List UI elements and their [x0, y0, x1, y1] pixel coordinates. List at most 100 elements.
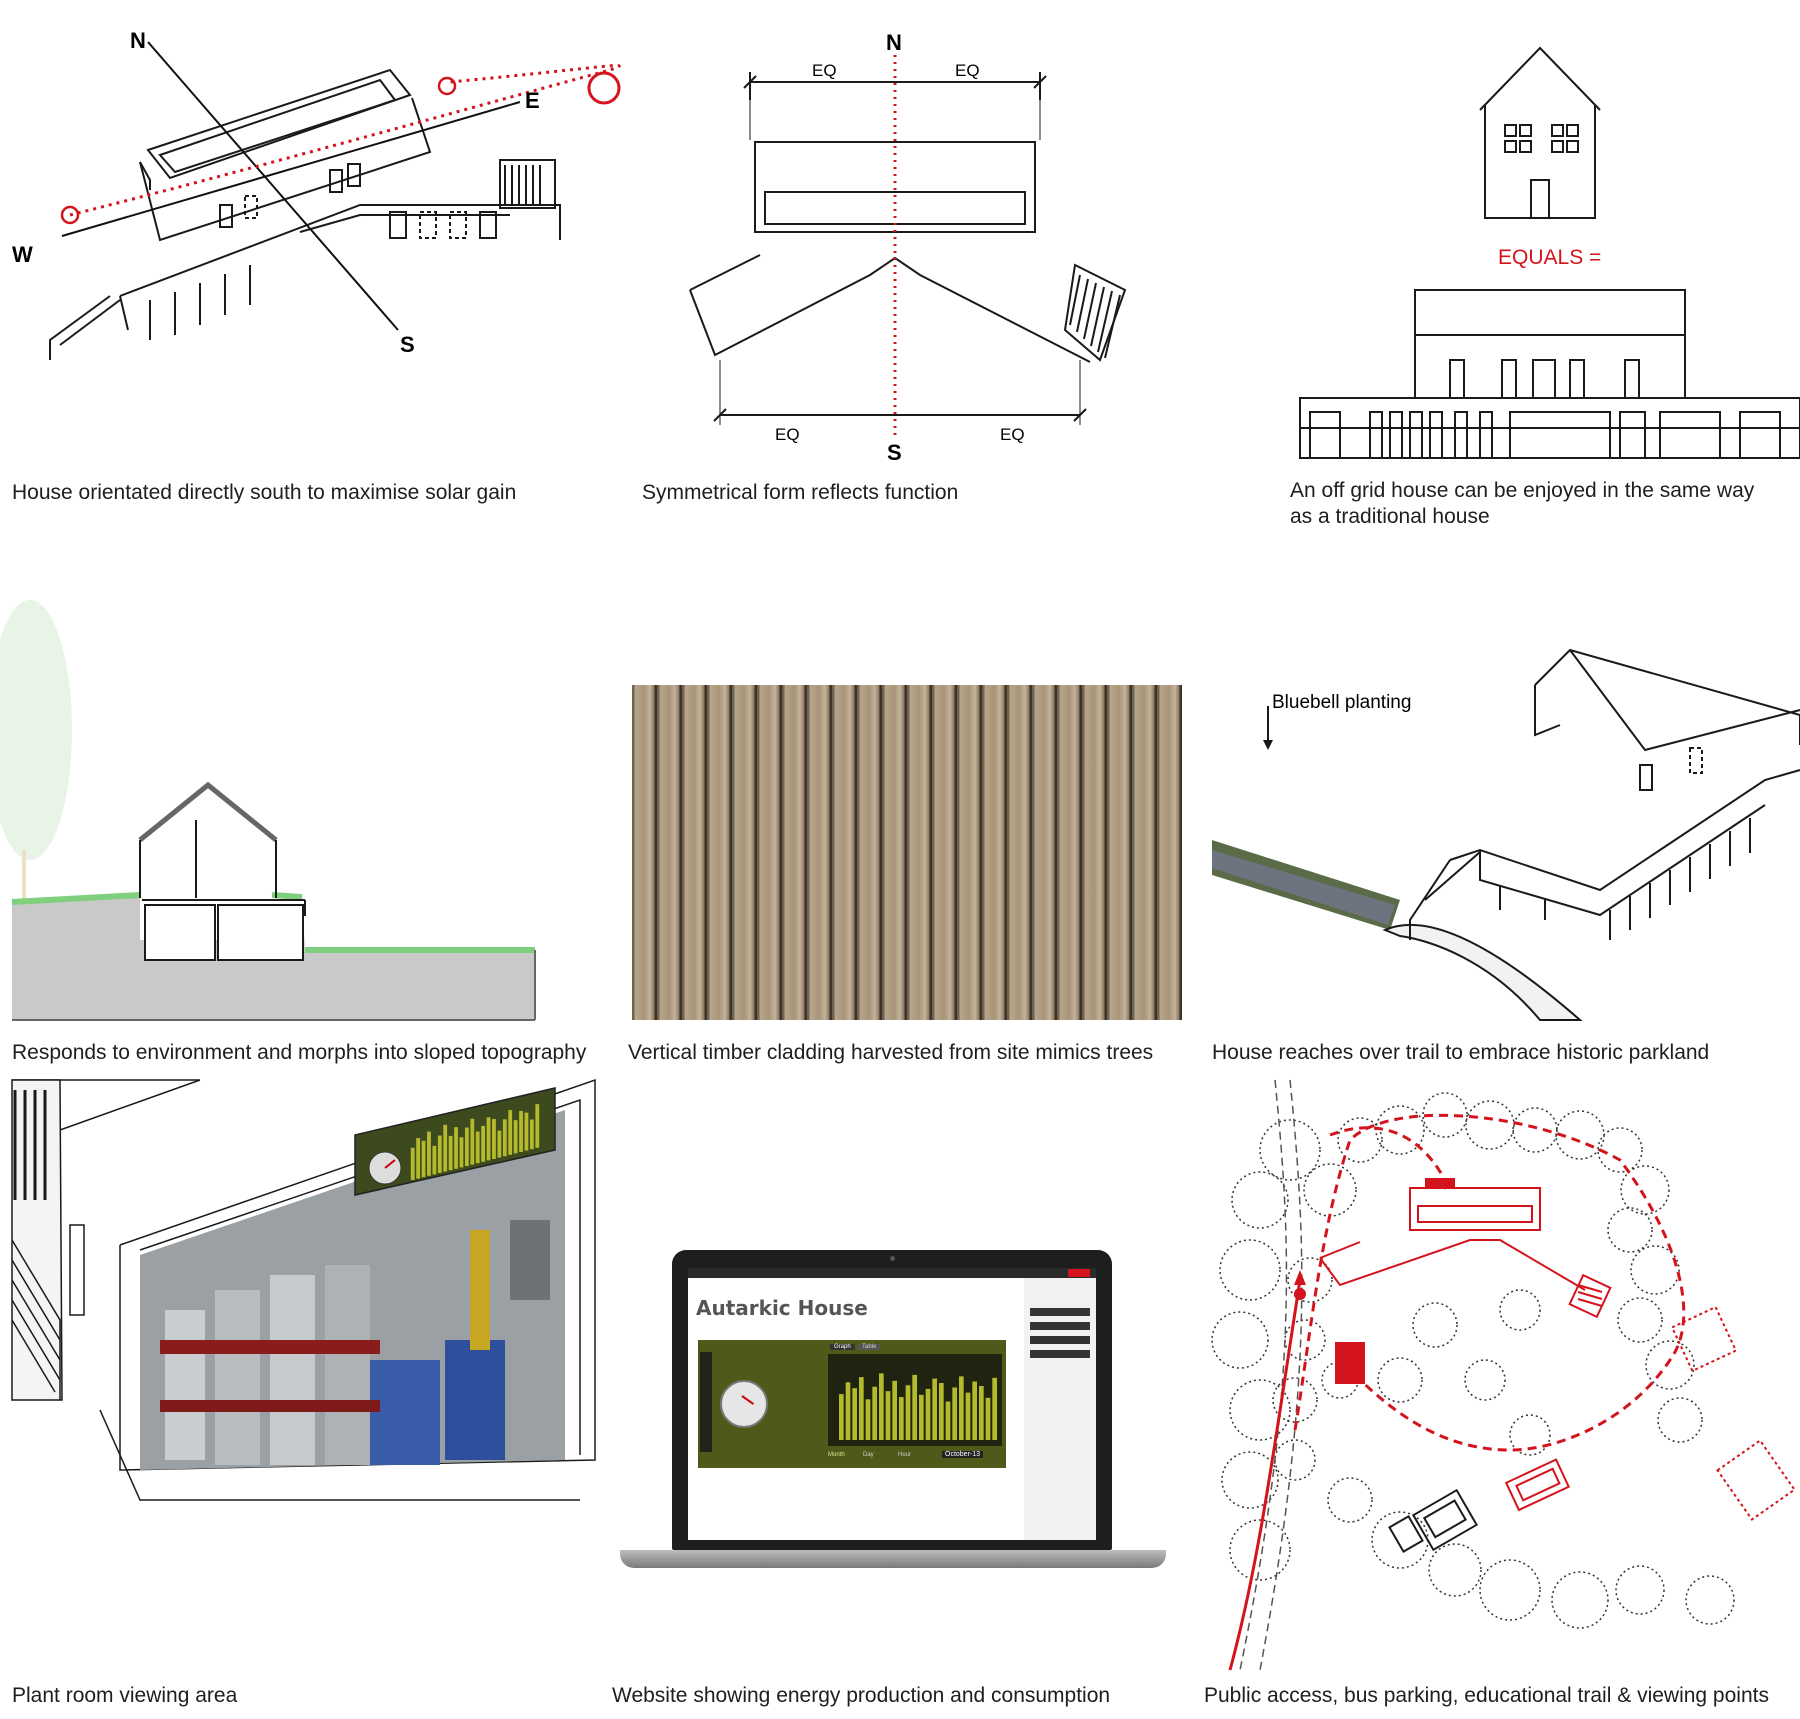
date-selector[interactable]: October-13: [942, 1451, 984, 1458]
chart-bar: [519, 1110, 523, 1152]
compass-e-label: E: [525, 88, 540, 113]
chart-bar: [972, 1381, 977, 1440]
caption-site-plan: Public access, bus parking, educational …: [1204, 1684, 1769, 1707]
sym-n-label: N: [886, 30, 902, 55]
chart-bar: [885, 1391, 891, 1440]
chart-bar: [945, 1401, 951, 1440]
caption-orientation: House orientated directly south to maxim…: [12, 481, 517, 504]
caption-trail: House reaches over trail to embrace hist…: [1212, 1041, 1710, 1064]
plant-equipment-image: [140, 1110, 565, 1470]
chart-bar: [481, 1125, 486, 1162]
symmetry-drawing: N S EQ EQ EQ EQ: [689, 30, 1127, 465]
laptop-base: [620, 1550, 1166, 1568]
compass-n-label: N: [130, 28, 146, 53]
website-chart-bars: [839, 1373, 997, 1440]
compass-s-label: S: [400, 332, 415, 357]
dim-top-left: EQ: [812, 61, 837, 80]
dim-bottom-left: EQ: [775, 425, 800, 444]
period-hour[interactable]: Hour: [898, 1452, 912, 1458]
sidebar-btn-2[interactable]: [1030, 1322, 1090, 1330]
orientation-drawing: N S E W: [12, 28, 621, 360]
caption-cladding: Vertical timber cladding harvested from …: [628, 1041, 1154, 1064]
site-sidebar: [1024, 1278, 1096, 1540]
site-save-button[interactable]: [1068, 1269, 1090, 1277]
panel-plant-room: Plant room viewing area: [0, 1078, 600, 1719]
plant-room-drawing: [11, 1078, 596, 1501]
chart-bar: [535, 1104, 540, 1148]
equals-drawing: EQUALS =: [1299, 46, 1800, 459]
caption-plant-room: Plant room viewing area: [12, 1684, 238, 1707]
chart-bar: [965, 1392, 971, 1440]
chart-bar: [872, 1386, 877, 1440]
caption-equals: An off grid house can be enjoyed in the …: [1290, 479, 1755, 528]
chart-bar: [985, 1397, 991, 1440]
plant-room-chart-bars: [410, 1104, 540, 1180]
chart-bar: [919, 1394, 924, 1440]
caption-topography: Responds to environment and morphs into …: [12, 1041, 587, 1064]
chart-bar: [852, 1388, 857, 1440]
chart-bar: [524, 1112, 529, 1151]
chart-bar: [865, 1399, 871, 1440]
chart-bar: [939, 1383, 944, 1440]
chart-bar: [979, 1385, 984, 1440]
chart-bar: [443, 1124, 448, 1172]
chart-bar: [513, 1120, 518, 1154]
tab-graph[interactable]: Graph: [830, 1344, 855, 1350]
chart-bar: [448, 1135, 453, 1171]
caption-symmetry: Symmetrical form reflects function: [642, 481, 959, 504]
plant-room-screen: [354, 1087, 556, 1196]
chart-bar: [410, 1147, 415, 1180]
chart-bar: [486, 1117, 491, 1161]
equals-label: EQUALS =: [1498, 246, 1601, 269]
panel-trail: Bluebell planting House reaches over tra…: [1200, 640, 1800, 1080]
chart-bar: [905, 1385, 911, 1440]
bluebell-annotation: Bluebell planting: [1272, 692, 1411, 713]
chart-bar: [839, 1394, 844, 1440]
chart-bar: [508, 1110, 513, 1155]
chart-bar: [892, 1380, 897, 1440]
chart-bar: [845, 1382, 851, 1440]
tab-table[interactable]: Table: [858, 1344, 881, 1350]
panel-site-plan: Public access, bus parking, educational …: [1200, 1079, 1800, 1719]
chart-bar: [912, 1374, 917, 1440]
chart-bar: [454, 1127, 458, 1169]
chart-bar: [475, 1131, 480, 1164]
chart-bar: [464, 1127, 469, 1166]
panel-orientation: N S E W House orientated directly south …: [0, 0, 621, 520]
sidebar-btn-4[interactable]: [1030, 1350, 1090, 1358]
chart-bar: [427, 1131, 431, 1176]
site-plan-drawing: [1211, 1079, 1796, 1671]
caption-website: Website showing energy production and co…: [612, 1684, 1111, 1707]
compass-w-label: W: [12, 242, 33, 267]
chart-bar: [459, 1137, 464, 1168]
topography-drawing: [0, 600, 536, 1021]
sym-s-label: S: [887, 440, 902, 465]
dim-bottom-right: EQ: [1000, 425, 1025, 444]
chart-bar: [437, 1135, 442, 1173]
chart-bar: [470, 1118, 475, 1165]
chart-bar: [992, 1377, 997, 1440]
sidebar-btn-1[interactable]: [1030, 1308, 1090, 1316]
panel-topography: Responds to environment and morphs into …: [0, 600, 620, 1080]
trail-drawing: Bluebell planting: [1212, 648, 1800, 1021]
chart-bar: [859, 1377, 864, 1440]
panel-website: Autarkic House Graph Table Month Day Hou…: [600, 1080, 1200, 1719]
chart-bar: [932, 1378, 937, 1440]
period-month[interactable]: Month: [828, 1452, 845, 1458]
chart-bar: [421, 1140, 426, 1178]
chart-bar: [529, 1119, 534, 1150]
chart-bar: [432, 1145, 437, 1175]
laptop-camera: [890, 1256, 895, 1261]
dashboard-icon-bar: [700, 1352, 712, 1452]
chart-bar: [952, 1387, 957, 1440]
chart-bar: [492, 1118, 496, 1159]
chart-bar: [925, 1388, 931, 1440]
timber-cladding-image: [632, 685, 1182, 1020]
period-day[interactable]: Day: [863, 1452, 874, 1458]
sidebar-btn-3[interactable]: [1030, 1336, 1090, 1344]
chart-bar: [879, 1373, 884, 1440]
chart-bar: [502, 1119, 507, 1157]
gauge: [720, 1380, 768, 1428]
panel-symmetry: N S EQ EQ EQ EQ Symmetrical form reflect…: [620, 0, 1180, 520]
panel-cladding: Vertical timber cladding harvested from …: [620, 640, 1200, 1080]
